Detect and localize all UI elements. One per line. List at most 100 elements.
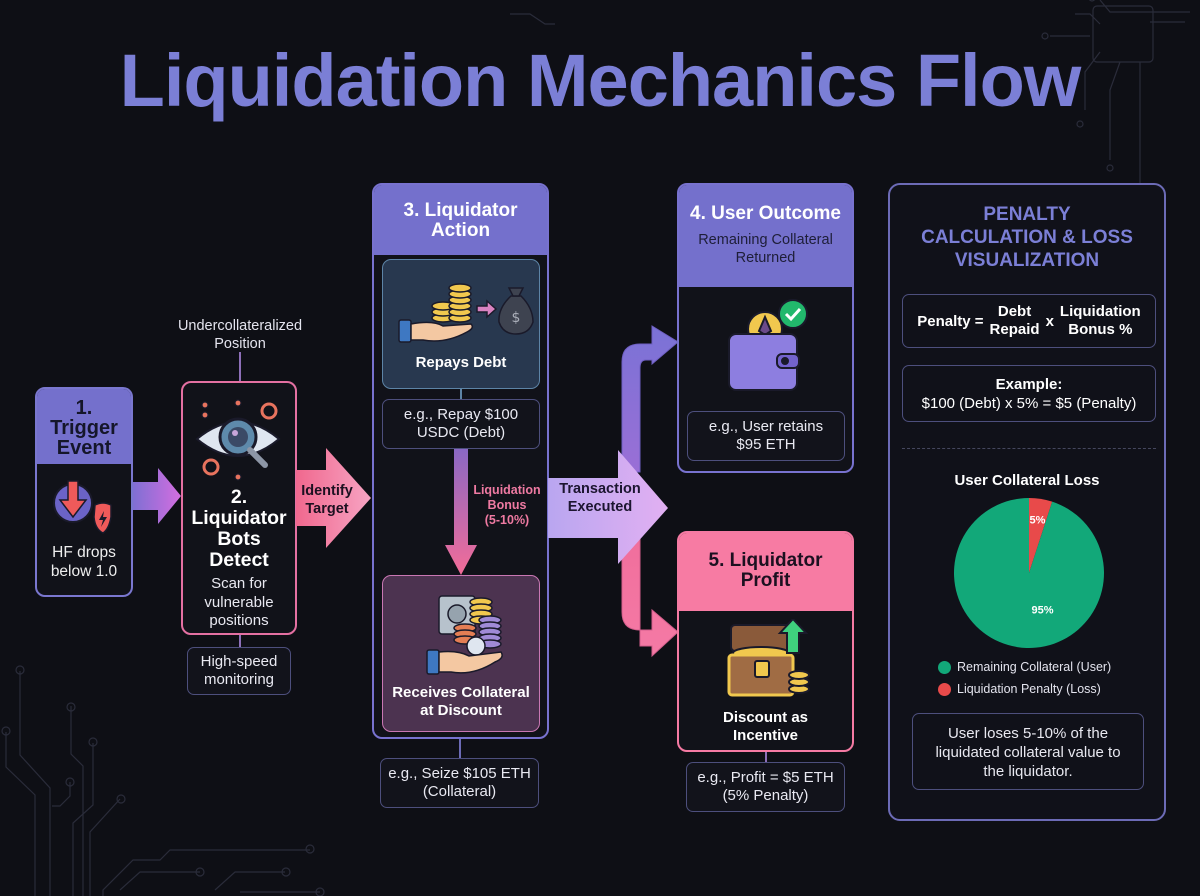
formula-term-line: Bonus % — [1068, 321, 1133, 338]
formula-lhs: Penalty = — [917, 312, 984, 330]
user-loss-note: User loses 5-10% of the liquidated colla… — [912, 713, 1144, 790]
step-1-description-line: below 1.0 — [50, 563, 118, 580]
note-line: USDC (Debt) — [416, 424, 506, 441]
example-text: $100 (Debt) x 5% = $5 (Penalty) — [921, 395, 1137, 412]
receives-collateral-label: Receives Collateral at Discount — [383, 684, 539, 720]
step-1-title-line: Trigger — [50, 417, 118, 439]
page-title: Liquidation Mechanics Flow — [119, 39, 1082, 122]
penalty-example: Example: $100 (Debt) x 5% = $5 (Penalty) — [902, 365, 1156, 422]
loss-note-line: liquidated collateral value to — [935, 744, 1121, 761]
step-2-title: 2. Liquidator Bots Detect — [183, 487, 295, 571]
transaction-split-arrow — [548, 325, 679, 658]
hand-safe-coins-icon — [426, 595, 503, 675]
step-2-description-line: vulnerable — [204, 593, 274, 611]
step-1-title-line: 1. — [75, 397, 93, 419]
step-1-trigger-event-card: 1. Trigger Event HF drops below 1.0 — [35, 387, 133, 597]
hand-coins-to-money-bag-icon: $ — [398, 283, 534, 343]
undercollateralized-label-line: Undercollateralized — [177, 318, 303, 334]
undercollateralized-label-line: Position — [214, 336, 266, 352]
panel-title-line: PENALTY — [983, 204, 1071, 225]
panel-title-line: CALCULATION & LOSS — [921, 227, 1133, 248]
step-4-subtitle-line: Returned — [735, 250, 796, 266]
undercollateralized-label: Undercollateralized Position — [150, 317, 330, 353]
pie-slice-remaining — [954, 498, 1104, 648]
legend-label: Liquidation Penalty (Loss) — [957, 682, 1101, 696]
step-1-description: HF drops below 1.0 — [37, 543, 131, 581]
seize-example-note: e.g., Seize $105 ETH (Collateral) — [380, 758, 539, 808]
note-line: $95 ETH — [736, 436, 796, 453]
connector-line — [460, 389, 462, 401]
formula-term-line: Repaid — [989, 321, 1040, 338]
note-line: (5% Penalty) — [722, 787, 809, 804]
step-3-liquidator-action-card: 3. Liquidator Action $ Repays Debt e.g.,… — [372, 183, 549, 739]
note-line: (Collateral) — [422, 783, 497, 800]
step-3-title-line: Action — [430, 220, 491, 241]
identify-target-label-line: Identify — [301, 483, 353, 499]
liquidation-bonus-arrow — [445, 449, 477, 575]
collateral-loss-pie-chart: 5%95% — [954, 498, 1104, 648]
legend-item-penalty: Liquidation Penalty (Loss) — [938, 682, 1101, 696]
legend-swatch-red — [938, 682, 951, 696]
step-3-title: 3. Liquidator Action — [374, 185, 547, 255]
transaction-executed-label-line: Transaction — [559, 481, 641, 497]
discount-incentive-label-line: Incentive — [732, 727, 799, 744]
step-4-user-outcome-card: 4. User Outcome Remaining Collateral Ret… — [677, 183, 854, 473]
liquidation-bonus-label-line: Bonus — [487, 498, 527, 512]
step-2-description-line: positions — [209, 612, 269, 629]
step-5-title: 5. Liquidator Profit — [679, 533, 852, 611]
step-1-title-line: Event — [56, 437, 112, 459]
step-2-title-line: Liquidator — [191, 507, 287, 529]
formula-term-line: Liquidation — [1059, 303, 1141, 320]
note-line: e.g., Repay $100 — [403, 406, 519, 423]
user-retains-note: e.g., User retains $95 ETH — [687, 411, 845, 461]
loss-note-line: the liquidator. — [983, 763, 1073, 780]
connector-line — [765, 751, 767, 763]
pie-slice-penalty — [1029, 498, 1053, 573]
high-speed-monitoring-note: High-speed monitoring — [187, 647, 291, 695]
transaction-executed-label-line: Executed — [567, 499, 633, 515]
connector-line — [239, 634, 241, 648]
discount-incentive-label-line: Discount as — [722, 709, 809, 726]
step-2-title-line: 2. — [230, 486, 248, 508]
step-4-header: 4. User Outcome Remaining Collateral Ret… — [679, 185, 852, 287]
step-5-liquidator-profit-card: 5. Liquidator Profit Discount as Incenti… — [677, 531, 854, 752]
identify-target-label: Identify Target — [296, 482, 358, 518]
step-1-title: 1. Trigger Event — [37, 389, 131, 464]
panel-title-line: VISUALIZATION — [954, 250, 1100, 271]
penalty-calculation-panel: PENALTY CALCULATION & LOSS VISUALIZATION… — [888, 183, 1166, 821]
note-line: e.g., Seize $105 ETH — [388, 765, 531, 782]
formula-term-bonus: Liquidation Bonus % — [1060, 303, 1141, 339]
pie-label-remaining: 95% — [1032, 605, 1054, 617]
wallet-check-icon — [728, 299, 808, 391]
pie-chart-title: User Collateral Loss — [954, 472, 1100, 489]
step-4-subtitle-line: Remaining Collateral — [698, 232, 833, 248]
step-2-bots-detect-card: 2. Liquidator Bots Detect Scan for vulne… — [181, 381, 297, 635]
section-divider — [902, 448, 1156, 449]
connector-line — [459, 738, 461, 760]
step-5-title-line: Profit — [740, 570, 791, 591]
step-4-subtitle: Remaining Collateral Returned — [679, 231, 852, 267]
flow-arrow-trigger-to-detect — [132, 468, 181, 524]
panel-title: PENALTY CALCULATION & LOSS VISUALIZATION — [890, 203, 1164, 272]
formula-operator: x — [1045, 312, 1054, 330]
repays-debt-label: Repays Debt — [415, 354, 507, 371]
note-line: High-speed — [200, 653, 278, 670]
legend-label: Remaining Collateral (User) — [957, 660, 1112, 674]
formula-term-line: Debt — [997, 303, 1032, 320]
receives-collateral-label-line: at Discount — [420, 702, 502, 719]
step-2-title-line: Bots — [217, 528, 261, 550]
legend-item-remaining: Remaining Collateral (User) — [938, 660, 1111, 674]
example-label: Example: — [995, 376, 1063, 393]
formula-term-debt-repaid: Debt Repaid — [990, 303, 1040, 339]
liquidation-bonus-label-line: (5-10%) — [484, 513, 530, 527]
step-3-title-line: 3. Liquidator — [403, 200, 518, 221]
treasure-chest-profit-icon — [727, 619, 810, 697]
receives-collateral-label-line: Receives Collateral — [392, 684, 530, 701]
repays-debt-box: $ Repays Debt — [382, 259, 540, 389]
step-2-title-line: Detect — [209, 549, 269, 571]
loss-note-line: User loses 5-10% of the — [947, 725, 1109, 742]
legend-swatch-green — [938, 660, 951, 674]
step-1-description-line: HF drops — [52, 544, 116, 561]
penalty-formula: Penalty = Debt Repaid x Liquidation Bonu… — [902, 294, 1156, 348]
liquidation-bonus-label: Liquidation Bonus (5-10%) — [470, 483, 544, 528]
